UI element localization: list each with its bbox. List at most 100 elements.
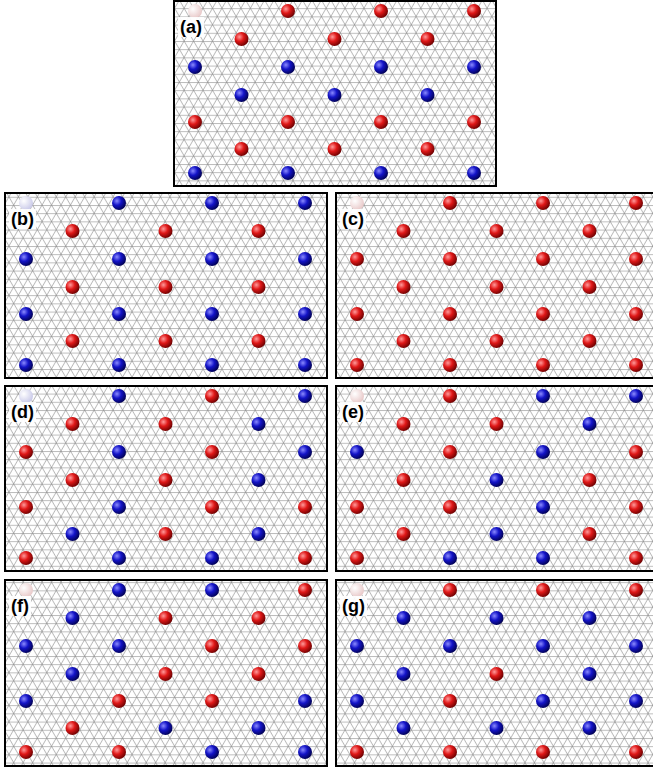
sphere — [350, 196, 364, 210]
triangular-lattice — [174, 1, 496, 186]
triangular-lattice — [336, 193, 653, 378]
sphere — [397, 527, 411, 541]
sphere — [112, 745, 126, 759]
sphere — [350, 252, 364, 266]
triangular-lattice — [336, 193, 653, 378]
sphere — [490, 611, 504, 625]
sphere — [252, 611, 266, 625]
sphere — [205, 551, 219, 565]
sphere — [112, 445, 126, 459]
sphere — [443, 639, 457, 653]
sphere — [159, 334, 173, 348]
triangular-lattice — [5, 193, 327, 378]
sphere — [281, 60, 295, 74]
sphere — [19, 252, 33, 266]
sphere — [235, 32, 249, 46]
sphere — [583, 334, 597, 348]
sphere — [421, 142, 435, 156]
lattice-panel — [336, 193, 653, 378]
sphere — [19, 639, 33, 653]
sphere — [205, 358, 219, 372]
sphere — [583, 417, 597, 431]
sphere — [298, 358, 312, 372]
sphere — [629, 639, 643, 653]
sphere — [188, 115, 202, 129]
sphere — [536, 745, 550, 759]
sphere — [66, 611, 80, 625]
sphere — [443, 358, 457, 372]
sphere — [443, 694, 457, 708]
sphere — [583, 527, 597, 541]
sphere — [350, 389, 364, 403]
triangular-lattice — [5, 580, 327, 766]
sphere — [112, 252, 126, 266]
sphere — [205, 307, 219, 321]
panel-label: (d) — [9, 402, 36, 422]
sphere — [235, 88, 249, 102]
panel-label: (b) — [9, 209, 36, 229]
sphere — [66, 334, 80, 348]
sphere — [252, 280, 266, 294]
sphere — [583, 224, 597, 238]
sphere — [112, 307, 126, 321]
sphere — [467, 4, 481, 18]
sphere — [298, 445, 312, 459]
sphere — [252, 527, 266, 541]
sphere — [490, 417, 504, 431]
sphere — [350, 358, 364, 372]
sphere — [205, 196, 219, 210]
sphere — [66, 721, 80, 735]
sphere — [188, 166, 202, 180]
sphere — [443, 551, 457, 565]
sphere — [19, 389, 33, 403]
sphere — [298, 500, 312, 514]
sphere — [443, 500, 457, 514]
sphere — [536, 358, 550, 372]
sphere — [467, 60, 481, 74]
sphere — [112, 389, 126, 403]
lattice-panel — [336, 580, 653, 766]
sphere — [397, 417, 411, 431]
sphere — [350, 745, 364, 759]
triangular-lattice — [336, 386, 653, 571]
sphere — [490, 224, 504, 238]
sphere — [421, 88, 435, 102]
sphere — [350, 445, 364, 459]
sphere — [112, 196, 126, 210]
sphere — [19, 551, 33, 565]
sphere — [66, 473, 80, 487]
sphere — [298, 252, 312, 266]
sphere — [350, 694, 364, 708]
panel-ground — [336, 386, 653, 571]
sphere — [629, 307, 643, 321]
panel-label: (e) — [340, 402, 366, 422]
sphere — [397, 224, 411, 238]
sphere — [188, 4, 202, 18]
sphere — [19, 583, 33, 597]
sphere — [490, 721, 504, 735]
triangular-lattice — [5, 386, 327, 571]
sphere — [298, 745, 312, 759]
sphere — [298, 583, 312, 597]
sphere — [19, 694, 33, 708]
sphere — [298, 307, 312, 321]
sphere — [112, 583, 126, 597]
triangular-lattice — [174, 1, 496, 186]
sphere — [583, 667, 597, 681]
sphere — [629, 196, 643, 210]
sphere — [629, 583, 643, 597]
lattice-panel — [336, 386, 653, 571]
sphere — [66, 224, 80, 238]
sphere — [205, 694, 219, 708]
panel-ground — [174, 1, 496, 186]
lattice-panel — [5, 580, 327, 766]
sphere — [19, 358, 33, 372]
sphere — [397, 667, 411, 681]
panel-border — [5, 386, 327, 571]
sphere — [252, 721, 266, 735]
panel-border — [174, 1, 496, 186]
sphere — [397, 721, 411, 735]
sphere — [350, 500, 364, 514]
sphere — [629, 389, 643, 403]
sphere — [536, 694, 550, 708]
